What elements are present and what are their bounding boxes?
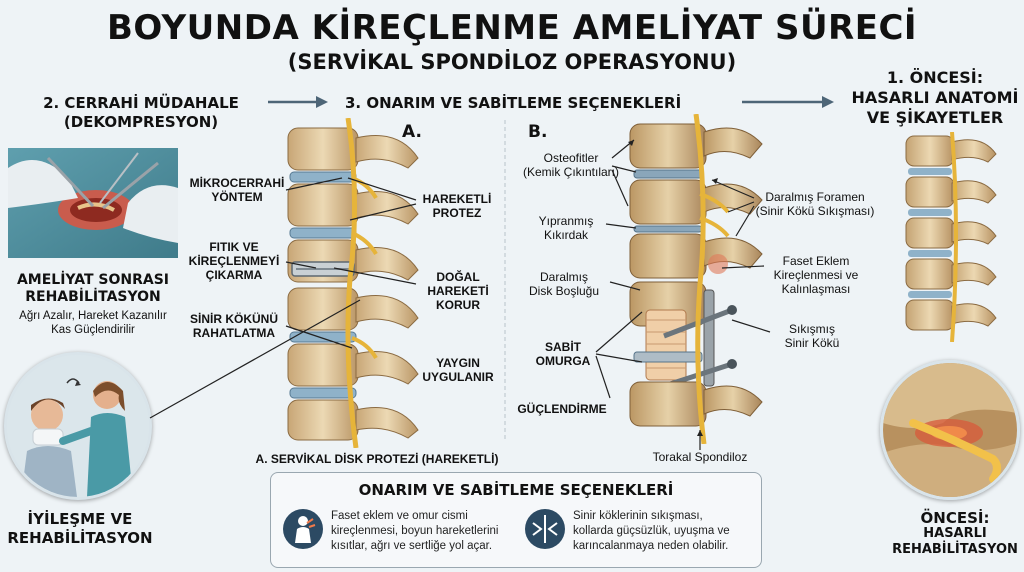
vertebra (629, 179, 763, 225)
page-title: BOYUNDA KİREÇLENME AMELİYAT SÜRECİ (106, 8, 918, 48)
page-subtitle: (SERVİKAL SPONDİLOZ OPERASYONU) (287, 50, 737, 74)
nerve-compression-icon (525, 509, 565, 549)
vertebra (905, 299, 997, 331)
vertebra (629, 381, 763, 427)
label-microsurgery: MİKROCERRAHİ YÖNTEM (189, 176, 285, 204)
label-common-use: YAYGIN UYGULANIR (422, 356, 494, 384)
spine-before-illustration (905, 132, 997, 342)
label-mobile-prosthesis: HAREKETLİ PROTEZ (422, 192, 492, 220)
vertebra (287, 287, 419, 331)
vertebra (287, 399, 419, 441)
repair-options-panel: ONARIM VE SABİTLEME SEÇENEKLERİ Faset ek… (270, 472, 762, 568)
label-natural-motion: DOĞAL HAREKETİ KORUR (427, 270, 489, 312)
section-a-letter: A. (402, 122, 422, 142)
spinal-nerve (345, 118, 359, 448)
rehab-title: AMELİYAT SONRASI REHABİLİTASYON (16, 272, 170, 305)
vertebra (905, 176, 997, 208)
rehab-description: Ağrı Azalır, Hareket Kazanılır Kas Güçle… (19, 310, 167, 336)
neck-pain-icon (283, 509, 323, 549)
vertebra (629, 123, 763, 169)
spine-a-illustration (287, 118, 419, 448)
recovery-label: İYİLEŞME VE REHABİLİTASYON (7, 510, 153, 547)
surgery-illustration (8, 148, 178, 258)
vertebra (905, 258, 997, 290)
section-a-caption: A. SERVİKAL DİSK PROTEZİ (HAREKETLİ) (255, 452, 499, 466)
patient-therapist-illustration (7, 355, 149, 497)
label-pinched-nerve: Sıkışmış Sinir Kökü (784, 322, 840, 350)
spinal-nerve (693, 114, 707, 444)
before-damaged-label: ÖNCESİ: HASARLI REHABİLİTASYON (892, 509, 1018, 557)
spine-b-illustration (629, 114, 763, 444)
vertebra (905, 217, 997, 249)
vertebra (287, 127, 419, 171)
label-osteophytes: Osteofitler (Kemik Çıkıntıları) (522, 151, 619, 179)
vertebra (629, 233, 763, 279)
label-narrow-foramen: Daralmış Foramen (Sinir Kökü Sıkışması) (755, 190, 875, 218)
inflamed-nerve-closeup (883, 363, 1017, 497)
label-thoracic-spondylosis: Torakal Spondiloz (652, 450, 748, 464)
step1-header: 1. ÖNCESİ: HASARLI ANATOMİ VE ŞİKAYETLER (851, 68, 1019, 127)
vertebra (287, 183, 419, 227)
info-text-arthritis: Faset eklem ve omur cismi kireçlenmesi, … (331, 510, 499, 552)
label-worn-cartilage: Yıpranmış Kıkırdak (538, 214, 594, 242)
label-hernia-removal: FITIK VE KİREÇLENMEYİ ÇIKARMA (188, 240, 280, 282)
arrow-right-icon (268, 96, 328, 108)
label-nerve-relief: SİNİR KÖKÜNÜ RAHATLATMA (189, 312, 278, 340)
section-b-letter: B. (528, 122, 548, 142)
panel-title: ONARIM VE SABİTLEME SEÇENEKLERİ (358, 481, 674, 499)
spinal-nerve (950, 132, 958, 342)
rehabilitation-circle (4, 352, 152, 500)
label-narrow-disc: Daralmış Disk Boşluğu (528, 270, 600, 298)
label-facet-joint: Faset Eklem Kireçlenmesi ve Kalınlaşması (773, 254, 859, 296)
arrow-right-icon (742, 96, 834, 108)
label-fixed-spine: SABİT OMURGA (535, 340, 591, 368)
damaged-anatomy-circle (880, 360, 1020, 500)
step3-header: 3. ONARIM VE SABİTLEME SEÇENEKLERİ (345, 94, 682, 112)
step2-header: 2. CERRAHİ MÜDAHALE (DEKOMPRESYON) (43, 94, 239, 131)
label-strengthening: GÜÇLENDİRME (517, 402, 607, 416)
vertebra (287, 343, 419, 387)
info-text-nerve-compression: Sinir köklerinin sıkışması, kollarda güç… (573, 510, 730, 552)
